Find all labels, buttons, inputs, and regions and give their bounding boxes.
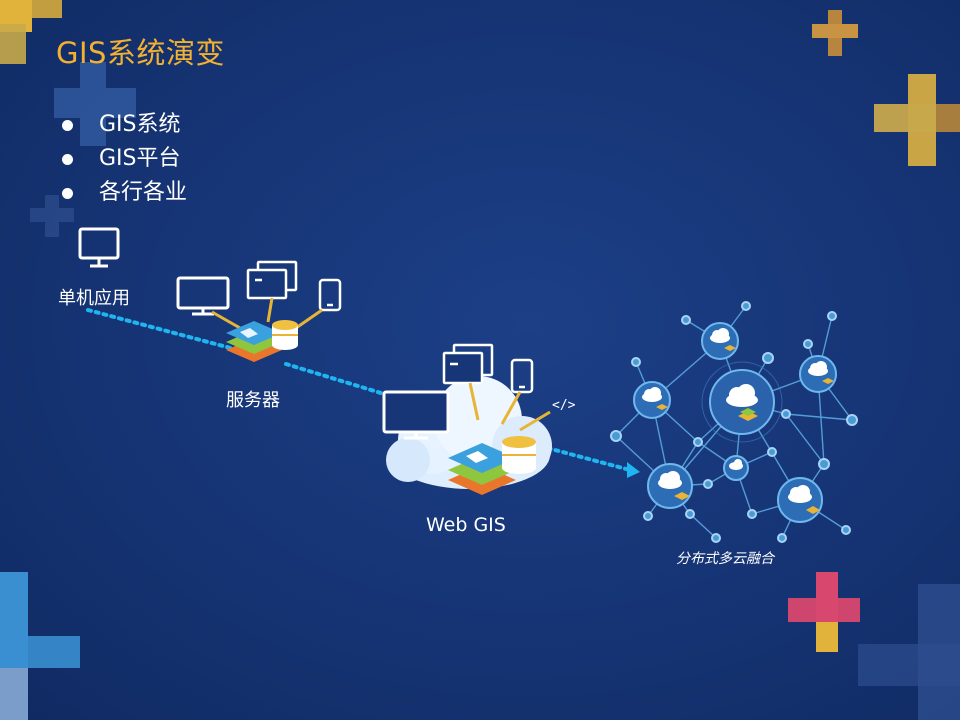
- map-layers-icon: [226, 321, 282, 362]
- webgis-label: Web GIS: [426, 514, 506, 536]
- standalone-label: 单机应用: [58, 288, 130, 309]
- bullet-dot-icon: [62, 187, 73, 199]
- evolution-connector: [86, 308, 632, 472]
- plus-decoration-right: [874, 74, 960, 166]
- list-item: GIS平台: [62, 142, 187, 176]
- webgis-monitor-icon: [382, 390, 450, 440]
- distributed-cloud-label: 分布式多云融合: [676, 551, 774, 567]
- webgis-cluster: [382, 343, 552, 495]
- server-label: 服务器: [226, 390, 280, 411]
- monitor-icon: [78, 227, 120, 268]
- plus-decoration-top-left: [0, 0, 62, 64]
- webgis-phone-icon: [510, 358, 534, 394]
- plus-decoration-left: [54, 62, 136, 146]
- page-title: GIS系统演变: [56, 36, 225, 70]
- code-icon: </>: [552, 398, 576, 413]
- server-monitor-icon: [176, 276, 230, 316]
- list-item: 各行各业: [62, 176, 187, 210]
- bullet-dot-icon: [62, 119, 73, 131]
- webgis-database-icon: [502, 436, 536, 474]
- plus-decoration-bottom-left: [0, 572, 80, 720]
- webgis-tablet-pair-icon: [442, 343, 494, 385]
- arrow-head-icon: [627, 462, 640, 478]
- list-item-label: GIS系统: [99, 112, 181, 137]
- server-devices: [176, 260, 342, 362]
- tablet-pair-icon: [246, 260, 298, 300]
- plus-decoration-left-small: [30, 195, 74, 237]
- list-item: GIS系统: [62, 108, 187, 142]
- phone-icon: [318, 278, 342, 312]
- bullet-list: GIS系统 GIS平台 各行各业: [62, 108, 187, 210]
- plus-decoration-top-right: [812, 10, 858, 56]
- list-item-label: 各行各业: [99, 180, 188, 205]
- bullet-dot-icon: [62, 153, 73, 165]
- database-icon: [272, 320, 298, 350]
- plus-decoration-bottom-right: [788, 572, 960, 720]
- network-icon: [610, 301, 858, 543]
- webgis-map-layers-icon: [448, 443, 516, 495]
- list-item-label: GIS平台: [99, 146, 181, 171]
